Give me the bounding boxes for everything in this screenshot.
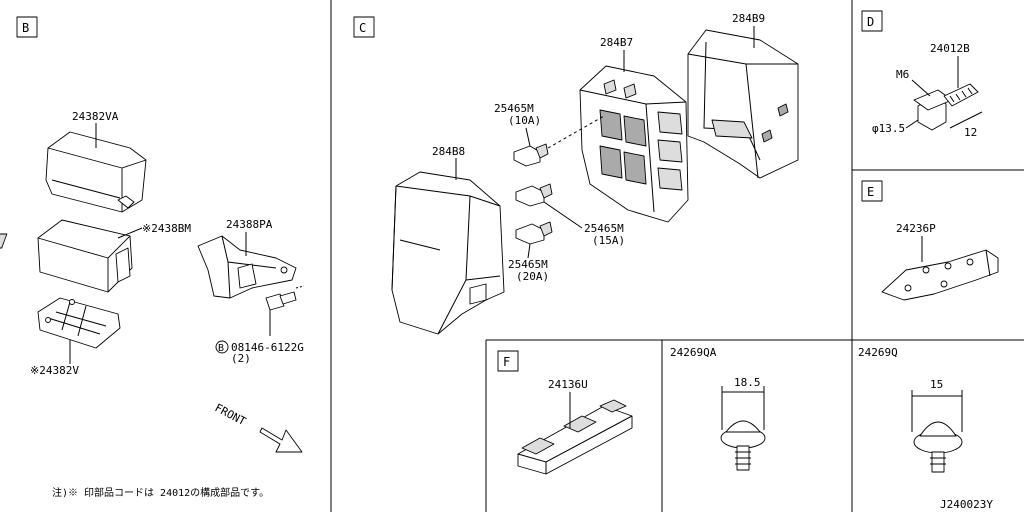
label-fuse-20a-amp: (20A) (516, 270, 549, 283)
bolt-24012b (913, 83, 979, 131)
bolt-08146-6122g (265, 285, 305, 311)
note-text: 注)※ 印部品コードは 24012の構成部品です。 (52, 486, 269, 499)
label-24136u: 24136U (548, 378, 588, 391)
svg-text:F: F (503, 355, 510, 369)
fuse-20a (515, 221, 553, 245)
label-24269qa: 24269QA (670, 346, 717, 359)
svg-text:FRONT: FRONT (213, 401, 249, 428)
relay-block-2438bm (0, 219, 133, 293)
label-bolt-code: 08146-6122G (231, 341, 304, 354)
bolt-circle-b: B (215, 340, 229, 354)
fuse-15a (515, 183, 553, 207)
svg-text:E: E (867, 185, 874, 199)
front-arrow: FRONT (213, 401, 303, 453)
holder-24136u (517, 399, 633, 475)
diagram-id: J240023Y (940, 498, 993, 511)
label-fuse-15a-amp: (15A) (592, 234, 625, 247)
svg-text:D: D (867, 15, 874, 29)
fuse-block-284b7 (579, 65, 689, 223)
label-284b7: 284B7 (600, 36, 633, 49)
label-fuse-10a-amp: (10A) (508, 114, 541, 127)
section-tag-b: B (16, 16, 38, 38)
section-tag-e: E (861, 180, 883, 202)
label-2438bm: ※2438BM (142, 222, 191, 235)
label-284b9: 284B9 (732, 12, 765, 25)
label-284b8: 284B8 (432, 145, 465, 158)
clip-24269qa (720, 420, 766, 471)
label-fuse-10a-code: 25465M (494, 102, 534, 115)
dimension-15: 15 (911, 378, 963, 432)
section-dividers (330, 0, 1024, 512)
svg-text:B: B (22, 21, 29, 35)
label-dia-13-5: φ13.5 (872, 122, 905, 135)
label-24382v: ※24382V (30, 364, 79, 377)
fuse-tray-24382v (37, 297, 121, 349)
label-len-12: 12 (964, 126, 977, 139)
label-24269q: 24269Q (858, 346, 898, 359)
bracket-24236p (881, 249, 999, 301)
fuse-box-cover-284b8 (391, 171, 505, 335)
svg-text:C: C (359, 21, 366, 35)
fuse-10a (513, 143, 549, 167)
fuse-box-cover-24382va (45, 131, 147, 213)
section-tag-c: C (353, 16, 375, 38)
label-fuse-15a-code: 25465M (584, 222, 624, 235)
dimension-18-5: 18.5 (721, 376, 765, 430)
label-bolt-qty: (2) (231, 352, 251, 365)
section-tag-d: D (861, 10, 883, 32)
svg-text:B: B (218, 343, 224, 354)
bracket-284b9 (687, 29, 799, 179)
label-24382va: 24382VA (72, 110, 119, 123)
svg-text:18.5: 18.5 (734, 376, 761, 389)
label-24012b: 24012B (930, 42, 970, 55)
label-24236p: 24236P (896, 222, 936, 235)
clip-24269q (913, 421, 963, 473)
label-m6: M6 (896, 68, 909, 81)
section-tag-f: F (497, 350, 519, 372)
label-fuse-20a-code: 25465M (508, 258, 548, 271)
bracket-24388pa (197, 235, 297, 299)
label-24388pa: 24388PA (226, 218, 273, 231)
svg-text:15: 15 (930, 378, 943, 391)
